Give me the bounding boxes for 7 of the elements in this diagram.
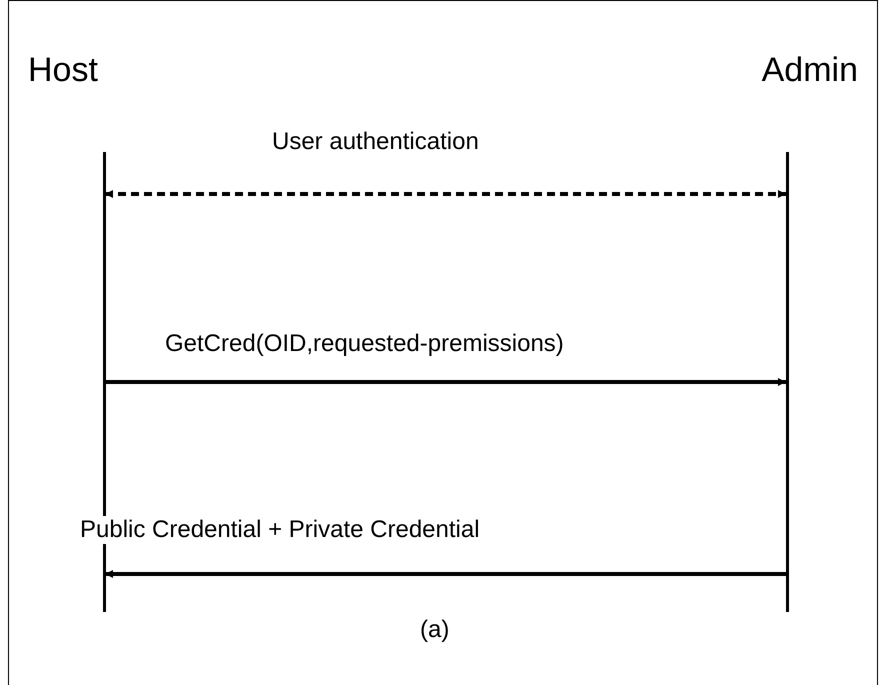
lifeline-label: Host: [28, 50, 98, 90]
edge-label: Public Credential + Private Credential: [80, 516, 480, 544]
arrow: [105, 190, 786, 198]
arrow: [105, 570, 786, 578]
lifeline-label: Admin: [762, 50, 858, 90]
caption: (a): [420, 616, 450, 644]
arrow: [105, 378, 786, 386]
